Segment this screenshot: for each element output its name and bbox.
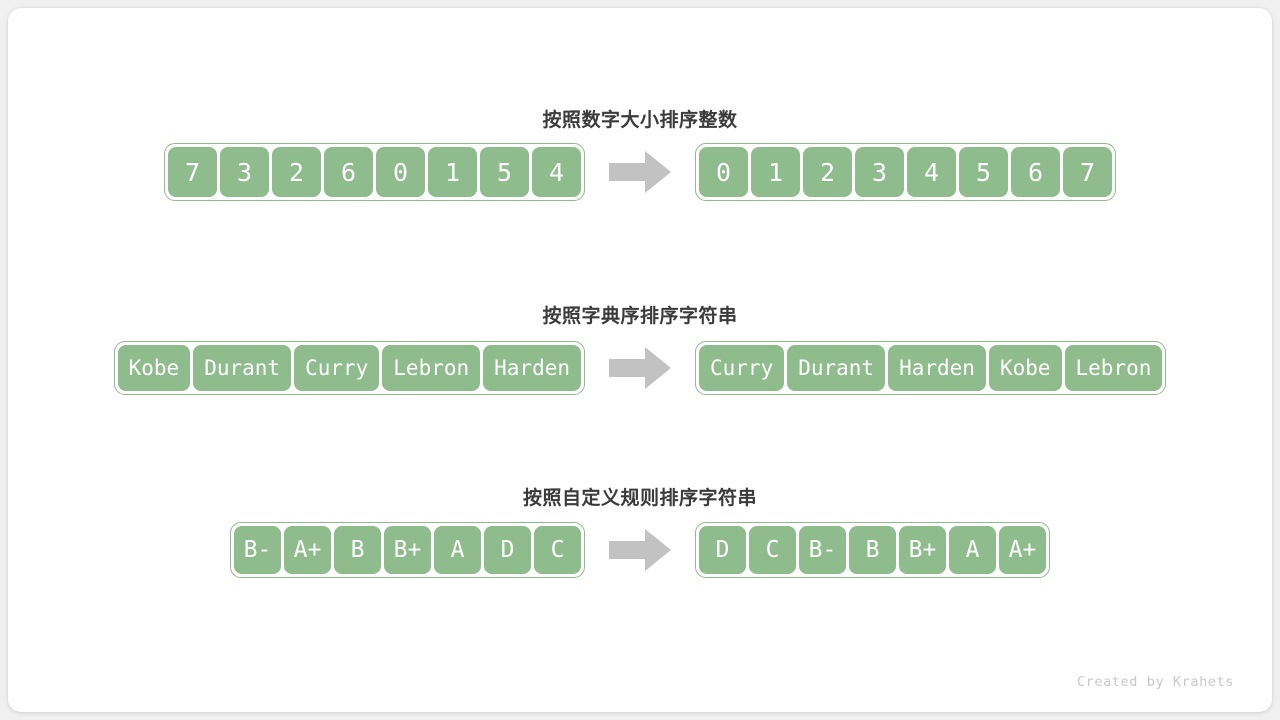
transform-arrow-lexicographic <box>585 345 695 391</box>
array-cell: Lebron <box>1064 345 1163 391</box>
array-cell: Curry <box>294 345 380 391</box>
array-cell: 7 <box>1063 147 1112 197</box>
array-cell: 5 <box>480 147 529 197</box>
array-cell: Harden <box>888 345 986 391</box>
arrow-right-icon <box>609 151 671 193</box>
row-title-custom-rule: 按照自定义规则排序字符串 <box>522 488 757 509</box>
row-title-lexicographic: 按照字典序排序字符串 <box>542 306 738 327</box>
array-cell: Harden <box>483 345 581 391</box>
array-cell: 4 <box>532 147 581 197</box>
array-cell: B- <box>799 526 846 574</box>
array-cell: B+ <box>384 526 431 574</box>
array-cell: B <box>334 526 381 574</box>
transform-arrow-custom-rule <box>585 527 695 573</box>
array-cell: B- <box>234 526 281 574</box>
array-cell: Kobe <box>988 345 1062 391</box>
array-cell: D <box>484 526 531 574</box>
array-cell: 0 <box>376 147 425 197</box>
array-cell: 2 <box>272 147 321 197</box>
attribution-footer: Created by Krahets <box>1076 674 1234 690</box>
array-cell: C <box>749 526 796 574</box>
array-cell: 7 <box>168 147 217 197</box>
array-cell: 1 <box>428 147 477 197</box>
array-cell: 6 <box>324 147 373 197</box>
array-cell: Curry <box>699 345 785 391</box>
array-cell: 1 <box>751 147 800 197</box>
array-cell: A+ <box>284 526 331 574</box>
array-cell: 2 <box>803 147 852 197</box>
array-cell: 0 <box>699 147 748 197</box>
array-cell: 3 <box>220 147 269 197</box>
array-cell: Durant <box>193 345 292 391</box>
array-cell: A <box>434 526 481 574</box>
arrow-right-icon <box>609 529 671 571</box>
array-cell: B+ <box>899 526 946 574</box>
array-cell: Durant <box>787 345 886 391</box>
array-cell: 6 <box>1011 147 1060 197</box>
transform-arrow-integers <box>585 149 695 195</box>
array-cell: C <box>534 526 581 574</box>
array-cell: Kobe <box>117 345 191 391</box>
array-cell: 3 <box>855 147 904 197</box>
array-cell: A+ <box>999 526 1046 574</box>
array-cell: B <box>849 526 896 574</box>
arrow-right-icon <box>609 347 671 389</box>
row-title-integers: 按照数字大小排序整数 <box>542 110 738 131</box>
array-cell: 4 <box>907 147 956 197</box>
array-cell: 5 <box>959 147 1008 197</box>
array-cell: A <box>949 526 996 574</box>
array-cell: Lebron <box>382 345 481 391</box>
array-cell: D <box>699 526 746 574</box>
